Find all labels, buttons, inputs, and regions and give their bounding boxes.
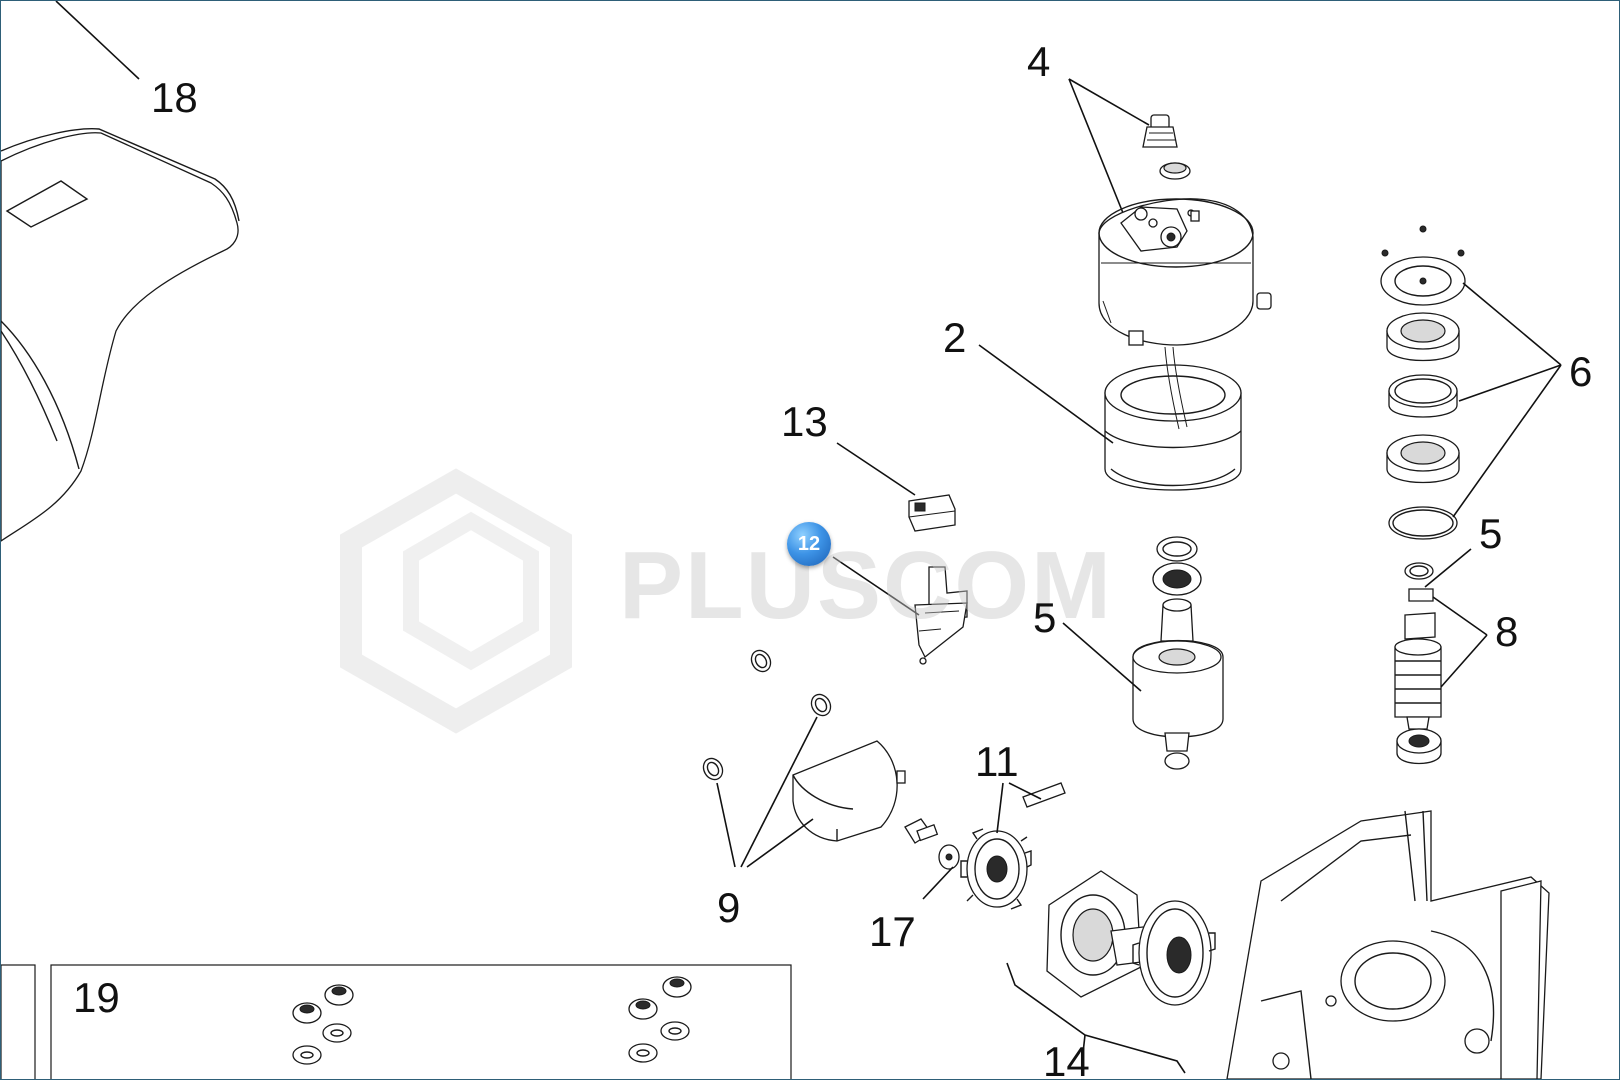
part-14-gear-shaft-assembly — [1006, 870, 1216, 1074]
nut-cluster-right — [628, 976, 692, 1063]
callout-17: 17 — [869, 908, 916, 955]
part-5-rotor — [1062, 536, 1224, 770]
callout-11: 11 — [975, 738, 1019, 785]
hardware-box-frame — [50, 964, 792, 1079]
part-2-stator — [978, 344, 1242, 491]
part-18-housing-cover — [1, 1, 240, 542]
callout-4: 4 — [1027, 38, 1051, 85]
callout-19: 19 — [73, 974, 120, 1021]
nut-cluster-left — [292, 984, 354, 1065]
callout-9: 9 — [717, 884, 741, 931]
callout-8: 8 — [1495, 608, 1519, 655]
callout-18: 18 — [151, 74, 198, 121]
callout-5-right: 5 — [1479, 510, 1503, 557]
part-9-cover-and-rings — [702, 649, 906, 868]
part-6-bearings — [1380, 225, 1562, 540]
part-13-terminal-block — [836, 442, 956, 532]
callout-6: 6 — [1569, 348, 1593, 395]
part-12-badge[interactable]: 12 — [787, 522, 831, 566]
gearbox-base — [1226, 810, 1550, 1079]
part-5-8-shaft — [1394, 548, 1488, 765]
motor-housing — [1098, 198, 1272, 346]
part-11-gear-and-pin — [960, 782, 1066, 910]
part-4-cable-gland — [1068, 78, 1191, 214]
callout-13: 13 — [781, 398, 828, 445]
callout-2: 2 — [943, 314, 967, 361]
part-17-bolt-washer — [904, 818, 960, 900]
callout-14: 14 — [1043, 1038, 1090, 1080]
watermark-logo — [340, 468, 572, 734]
part-12-sensor — [832, 556, 968, 665]
part-19-hardware-box — [1, 964, 792, 1079]
watermark-text: PLUSCOM — [619, 532, 1113, 639]
leader-18 — [55, 1, 140, 80]
callout-5-center: 5 — [1033, 594, 1057, 641]
